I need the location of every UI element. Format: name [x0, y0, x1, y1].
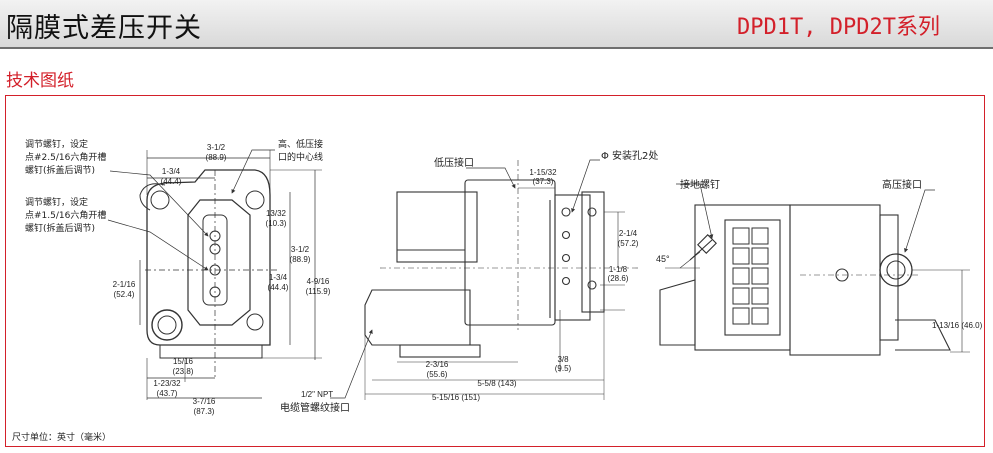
dim-side-right-b: 1-1/8 — [609, 265, 628, 274]
callout-setpoint-2-line1: 调节螺钉，设定 — [25, 138, 88, 150]
side-view-labels: 低压接口 Φ 安装孔2处 1/2" NPT 电缆管螺纹接口 — [280, 149, 658, 414]
terminal-view — [659, 183, 970, 356]
dim-side-top: 1-15/32 — [529, 168, 557, 177]
callout-setpoint-2-line3: 螺钉(拆盖后调节) — [25, 164, 95, 176]
section-title: 技术图纸 — [6, 71, 74, 91]
dim-side-bottom-a-mm: (55.6) — [427, 370, 448, 379]
dim-top-width: 3-1/2 — [207, 143, 226, 152]
page-title: 隔膜式差压开关 — [6, 13, 202, 44]
dim-right-mid-mm: (88.9) — [290, 255, 311, 264]
header-rule — [0, 47, 993, 49]
dim-side-bottom-small: 3/8 — [557, 355, 569, 364]
low-pressure-port-label: 低压接口 — [434, 156, 474, 169]
dim-side-bottom-b: 5-5/8 (143) — [477, 379, 516, 388]
front-view-labels: 调节螺钉，设定 点#2.5/16六角开槽 螺钉(拆盖后调节) 调节螺钉，设定 点… — [25, 138, 323, 234]
callout-port-centerline-line1: 高、低压接 — [278, 138, 323, 150]
dim-side-bottom-small-mm: (9.5) — [555, 364, 572, 373]
page-header — [0, 0, 993, 47]
units-note: 尺寸单位：英寸（毫米） — [12, 431, 111, 443]
dim-side-bottom-a: 2-3/16 — [426, 360, 449, 369]
front-view-dims: 3-1/2 (88.9) 1-3/4 (44.4) 13/32 (10.3) 3… — [113, 143, 331, 416]
product-series: DPD1T, DPD2T系列 — [737, 15, 940, 40]
callout-setpoint-1-line3: 螺钉(拆盖后调节) — [25, 222, 95, 234]
dim-bottom-c-mm: (87.3) — [194, 407, 215, 416]
dim-side-top-mm: (37.3) — [533, 177, 554, 186]
dim-right-small: 13/32 — [266, 209, 287, 218]
front-view — [107, 149, 322, 400]
ground-screw-label: 接地螺钉 — [680, 178, 720, 191]
dim-right-mid: 3-1/2 — [291, 245, 310, 254]
angle-label: 45° — [656, 254, 670, 264]
dim-top-width-mm: (88.9) — [206, 153, 227, 162]
dim-bottom-a: 15/16 — [173, 357, 194, 366]
dim-right-low: 1-3/4 — [269, 273, 288, 282]
dim-side-right-b-mm: (28.6) — [608, 274, 629, 283]
dim-right-small-mm: (10.3) — [266, 219, 287, 228]
dim-left-height: 2-1/16 — [113, 280, 136, 289]
conduit-npt-label: 1/2" NPT — [301, 390, 333, 399]
dim-total-height-mm: (115.9) — [306, 287, 331, 296]
dim-bottom-b: 1-23/32 — [153, 379, 181, 388]
dim-left-height-mm: (52.4) — [114, 290, 135, 299]
dim-side-right-a-mm: (57.2) — [618, 239, 639, 248]
dim-side-bottom-c: 5-15/16 (151) — [432, 393, 480, 402]
side-view — [330, 159, 640, 400]
terminal-view-labels: 接地螺钉 高压接口 45° 1-13/16 (46.0) — [656, 178, 983, 330]
dim-bottom-b-mm: (43.7) — [157, 389, 178, 398]
dim-total-height: 4-9/16 — [307, 277, 330, 286]
dim-terminal-height: 1-13/16 (46.0) — [932, 321, 983, 330]
mounting-hole-label: Φ 安装孔2处 — [601, 149, 658, 162]
dim-inner-width: 1-3/4 — [162, 167, 181, 176]
callout-port-centerline-line2: 口的中心线 — [278, 151, 323, 163]
callout-setpoint-2-line2: 点#2.5/16六角开槽 — [25, 151, 106, 163]
dim-bottom-c: 3-7/16 — [193, 397, 216, 406]
dim-side-right-a: 2-1/4 — [619, 229, 638, 238]
side-view-dims: 1-15/32 (37.3) 2-1/4 (57.2) 1-1/8 (28.6)… — [426, 168, 639, 402]
callout-setpoint-1-line1: 调节螺钉，设定 — [25, 196, 88, 208]
conduit-port-label: 电缆管螺纹接口 — [280, 401, 350, 414]
callout-setpoint-1-line2: 点#1.5/16六角开槽 — [25, 209, 106, 221]
dim-bottom-a-mm: (23.8) — [173, 367, 194, 376]
dim-right-low-mm: (44.4) — [268, 283, 289, 292]
drawing-frame — [5, 95, 985, 447]
high-pressure-port-label: 高压接口 — [882, 178, 922, 191]
dim-inner-width-mm: (44.4) — [161, 177, 182, 186]
